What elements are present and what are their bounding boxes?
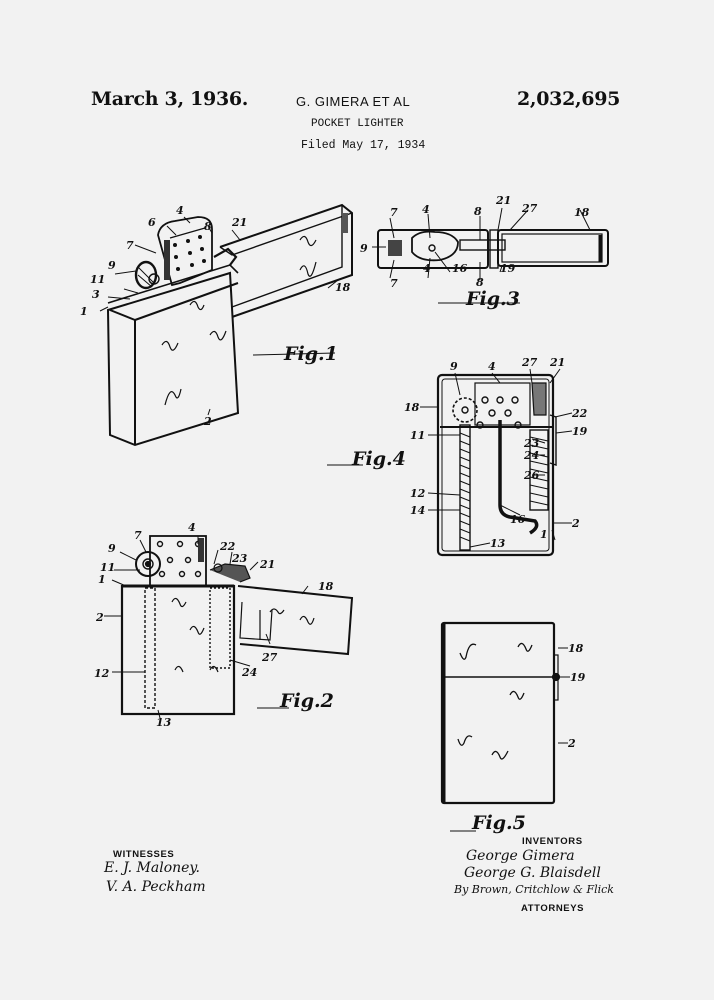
svg-text:22: 22 (571, 407, 588, 420)
svg-text:1: 1 (98, 573, 106, 586)
filed-date: Filed May 17, 1934 (301, 139, 426, 152)
inventor-signature-2: George G. Blaisdell (464, 865, 601, 881)
figure-4-drawing: 9 4 27 21 18 22 11 19 23 24 26 12 14 16 … (404, 356, 588, 557)
svg-text:11: 11 (100, 561, 115, 574)
svg-text:18: 18 (574, 206, 590, 219)
svg-text:2: 2 (567, 737, 576, 750)
figure-4-label: Fig.4 (352, 448, 406, 470)
svg-text:9: 9 (450, 360, 458, 373)
svg-text:4: 4 (422, 203, 430, 216)
figure-3-label: Fig.3 (466, 288, 520, 310)
svg-text:27: 27 (521, 202, 538, 215)
inventor-signature-1: George Gimera (466, 848, 575, 864)
figure-1-label: Fig.1 (284, 343, 338, 365)
patent-number: 2,032,695 (517, 88, 621, 110)
figure-5-drawing: 18 19 2 (440, 621, 586, 805)
svg-text:7: 7 (126, 239, 134, 252)
svg-text:11: 11 (410, 429, 425, 442)
svg-text:14: 14 (410, 504, 425, 517)
svg-text:4: 4 (423, 262, 431, 275)
figure-2-leader (257, 707, 289, 709)
figure-3-drawing: 7 4 8 21 27 18 9 7 4 16 8 19 (360, 194, 609, 304)
patent-date: March 3, 1936. (91, 88, 249, 110)
svg-text:12: 12 (94, 667, 110, 680)
figure-2-label: Fig.2 (280, 690, 334, 712)
svg-text:16: 16 (510, 513, 526, 526)
svg-text:8: 8 (474, 205, 482, 218)
svg-text:1: 1 (540, 528, 548, 541)
svg-text:9: 9 (108, 259, 116, 272)
witness-signature-2: V. A. Peckham (106, 879, 206, 895)
svg-text:19: 19 (570, 671, 586, 684)
svg-text:19: 19 (500, 262, 516, 275)
attorneys-signature: By Brown, Critchlow & Flick (454, 883, 614, 896)
svg-text:8: 8 (476, 276, 484, 289)
svg-text:6: 6 (148, 216, 156, 229)
svg-text:7: 7 (134, 529, 142, 542)
svg-text:2: 2 (203, 415, 212, 428)
svg-text:18: 18 (335, 281, 351, 294)
ref-1: 1 (80, 305, 88, 318)
svg-text:9: 9 (360, 242, 368, 255)
svg-text:11: 11 (90, 273, 105, 286)
patent-title: POCKET LIGHTER (311, 118, 404, 130)
svg-text:24: 24 (241, 666, 257, 679)
figure-2-drawing: 7 9 11 1 2 12 13 4 22 23 21 18 27 24 (94, 521, 354, 729)
witnesses-heading: WITNESSES (113, 849, 175, 860)
svg-text:24: 24 (523, 449, 539, 462)
svg-text:13: 13 (156, 716, 172, 729)
attorneys-heading: ATTORNEYS (521, 903, 585, 914)
svg-text:13: 13 (490, 537, 506, 550)
svg-text:2: 2 (571, 517, 580, 530)
svg-text:4: 4 (488, 360, 496, 373)
svg-text:18: 18 (404, 401, 420, 414)
svg-text:7: 7 (390, 277, 398, 290)
witness-signature-1: E. J. Maloney. (104, 860, 200, 876)
svg-text:16: 16 (452, 262, 468, 275)
svg-text:27: 27 (521, 356, 538, 369)
svg-text:4: 4 (188, 521, 196, 534)
figure-1-drawing: 1 3 11 9 7 6 4 8 21 18 2 (80, 203, 353, 447)
svg-text:3: 3 (92, 288, 100, 301)
svg-text:18: 18 (318, 580, 334, 593)
svg-text:21: 21 (259, 558, 275, 571)
figure-4-leader (327, 464, 363, 466)
svg-text:12: 12 (410, 487, 426, 500)
svg-text:21: 21 (549, 356, 565, 369)
svg-text:19: 19 (572, 425, 588, 438)
svg-text:23: 23 (231, 552, 248, 565)
inventors-heading: INVENTORS (522, 836, 583, 847)
svg-text:9: 9 (108, 542, 116, 555)
figure-5-label: Fig.5 (472, 812, 526, 834)
svg-text:27: 27 (261, 651, 278, 664)
svg-text:26: 26 (523, 469, 540, 482)
svg-text:4: 4 (176, 204, 184, 217)
svg-text:2: 2 (95, 611, 104, 624)
svg-text:18: 18 (568, 642, 584, 655)
svg-text:21: 21 (495, 194, 511, 207)
svg-text:8: 8 (204, 220, 212, 233)
inventor-line: G. GIMERA ET AL (296, 94, 411, 109)
svg-text:7: 7 (390, 206, 398, 219)
svg-text:22: 22 (219, 540, 236, 553)
svg-text:21: 21 (231, 216, 247, 229)
svg-text:23: 23 (523, 437, 540, 450)
figure-5-leader (450, 830, 476, 832)
